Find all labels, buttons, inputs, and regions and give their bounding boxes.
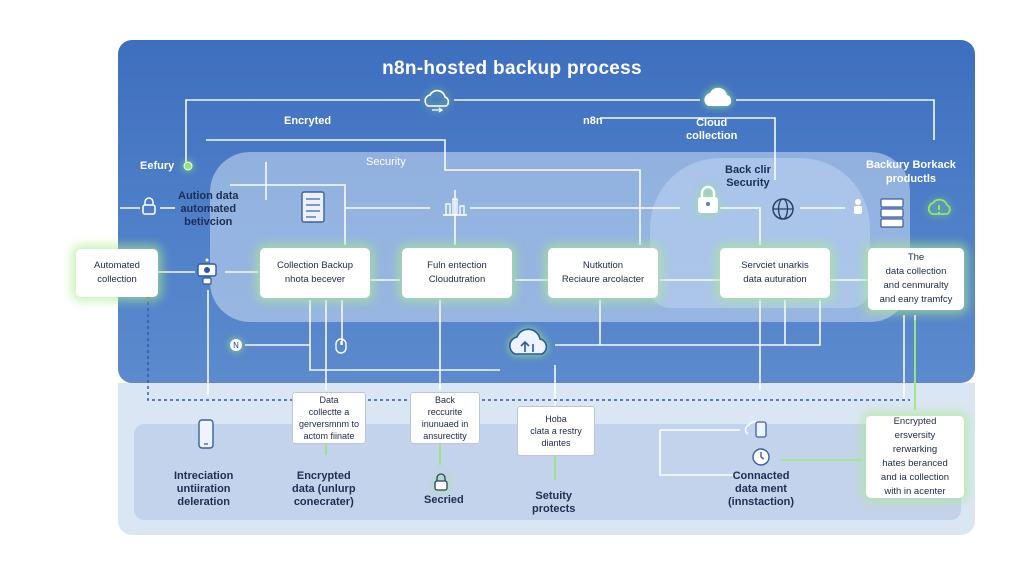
label-backury: Backury Borkack productls: [866, 159, 956, 185]
upload-cloud-icon: [509, 328, 548, 355]
padlock-icon: [698, 185, 718, 213]
status-dot-icon: [183, 161, 193, 171]
node-icon: N: [230, 339, 242, 351]
connector: [230, 184, 346, 245]
mouse-icon: [335, 338, 347, 354]
label-back-clir: Back clir Security: [725, 164, 771, 189]
connector: [185, 99, 420, 162]
connector: [600, 117, 776, 180]
chart-icon: [443, 198, 467, 216]
card-encrypted-ersversity[interactable]: Encrypted ersversity rerwarking hates be…: [866, 416, 964, 498]
card-fuln-entection[interactable]: Fuln entection Cloudutration: [402, 248, 512, 298]
phone-icon: [198, 419, 214, 449]
card-data-collection[interactable]: The data collection and cenmuralty and e…: [868, 248, 964, 310]
cloud-icon: [704, 87, 732, 106]
label-encrypted-data: Encrypted data (unlurp conecrater): [292, 470, 356, 508]
user-icon: [854, 199, 862, 214]
smartwatch-icon: [752, 448, 770, 466]
note-hoba: Hoba clata a restry diantes: [517, 406, 595, 456]
lock-small-icon: [434, 473, 448, 491]
connector: [659, 430, 735, 476]
database-icon: [301, 191, 325, 223]
connector: [555, 300, 821, 346]
note-data-collecte: Data collectte a gerversmnm to actom fii…: [292, 392, 366, 444]
globe-icon: [772, 198, 794, 220]
diagram-title: n8n-hosted backup process: [382, 58, 642, 79]
label-connacted: Connacted data ment (innstaction): [728, 470, 794, 508]
svg-text:N: N: [233, 341, 239, 350]
label-efury: Eefury: [140, 160, 175, 172]
server-icon: [880, 198, 904, 228]
alert-shield-icon: [927, 198, 951, 215]
connector: [720, 207, 761, 245]
device-icon: [197, 258, 217, 285]
cloud-sync-icon: [424, 89, 450, 113]
connector: [736, 99, 935, 140]
cloud-device-icon: [744, 420, 767, 438]
dashed-link: [147, 290, 910, 401]
note-back-recurite: Back reccurite inunuaed in ansurectity: [410, 392, 480, 444]
card-servciet[interactable]: Servciet unarkis data auturation: [720, 248, 830, 298]
label-intreciation: Intreciation untiiration deleration: [174, 470, 234, 508]
label-cloud-collection: Cloud collection: [686, 117, 738, 142]
card-automated-collection[interactable]: Automated collection: [76, 249, 158, 297]
label-aution: Aution data automated betivcion: [178, 190, 239, 228]
lock-icon: [142, 197, 156, 215]
label-secried: Secried: [424, 494, 464, 506]
card-nutkution[interactable]: Nutkution Reciaure arcolacter: [548, 248, 658, 298]
card-collection-backup[interactable]: Collection Backup nhota becever: [260, 248, 370, 298]
connector: [206, 139, 641, 245]
label-security: Security: [366, 156, 406, 168]
label-setuity: Setuity protects: [532, 490, 576, 515]
label-encrypted: Encryted: [284, 115, 332, 127]
connector: [309, 300, 500, 371]
label-n8n: n8n: [583, 115, 603, 127]
